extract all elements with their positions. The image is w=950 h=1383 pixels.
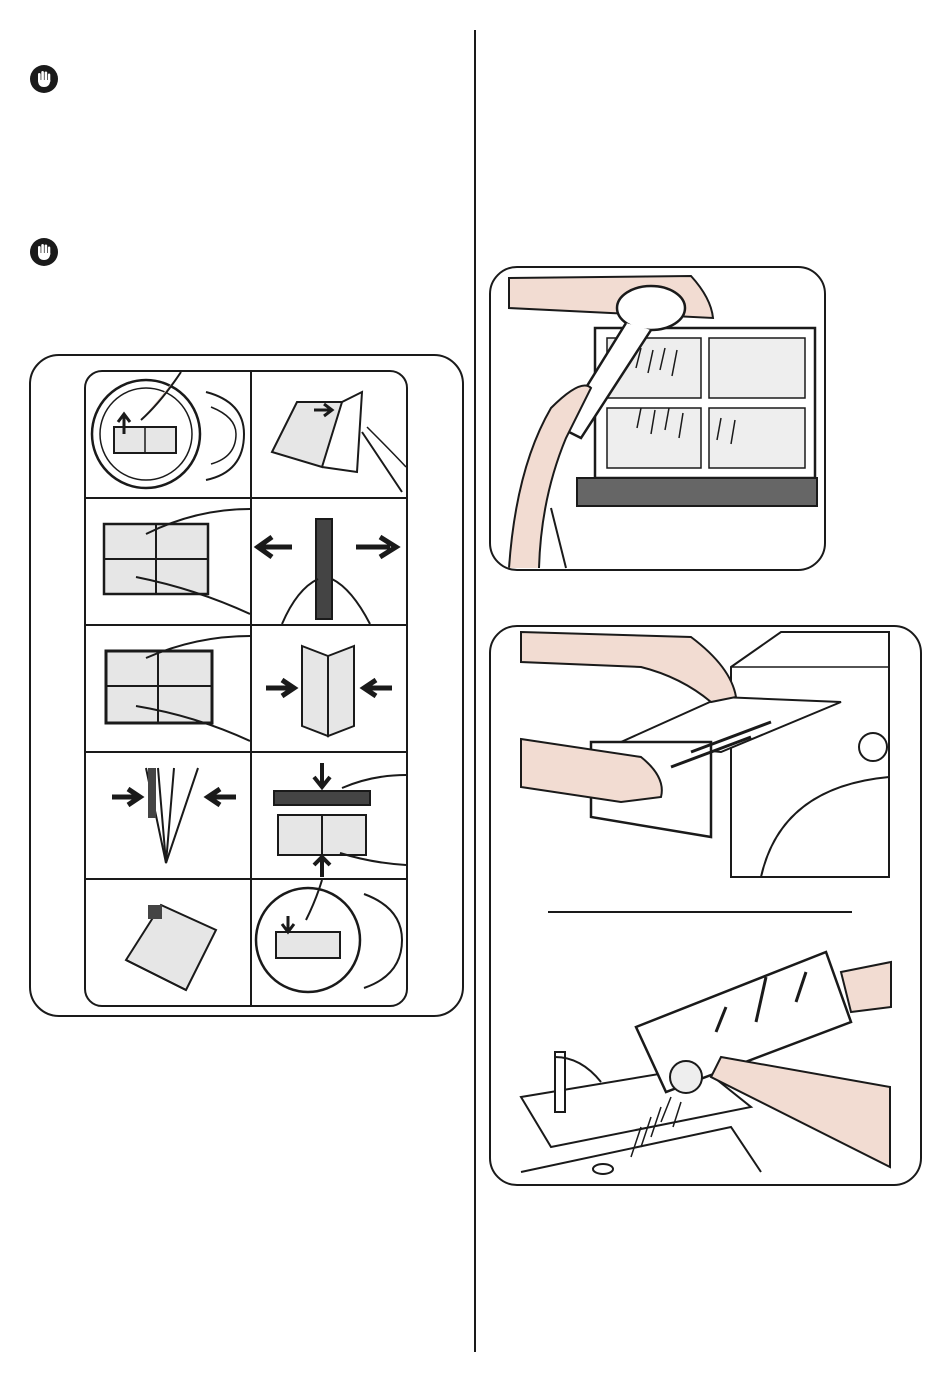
drawer-cleaning-illustration	[489, 625, 922, 1186]
step-filter-assembled	[86, 880, 252, 1005]
hand-stop-warning-icon	[29, 64, 59, 94]
rinse-filter-illustration	[489, 266, 826, 571]
step-push-halves	[252, 753, 406, 880]
steps-grid	[84, 370, 408, 1007]
hand-stop-warning-icon	[29, 237, 59, 267]
step-clean-inner-mesh-1	[86, 499, 252, 626]
step-remove-filter	[86, 372, 252, 499]
step-reinsert-filter	[252, 880, 406, 1005]
step-pull-apart	[252, 499, 406, 626]
step-close-filter	[86, 753, 252, 880]
column-divider	[474, 30, 476, 1352]
step-clean-inner-mesh-2	[86, 626, 252, 753]
step-press-together	[252, 626, 406, 753]
step-open-filter	[252, 372, 406, 499]
illustration-separator	[548, 911, 852, 913]
